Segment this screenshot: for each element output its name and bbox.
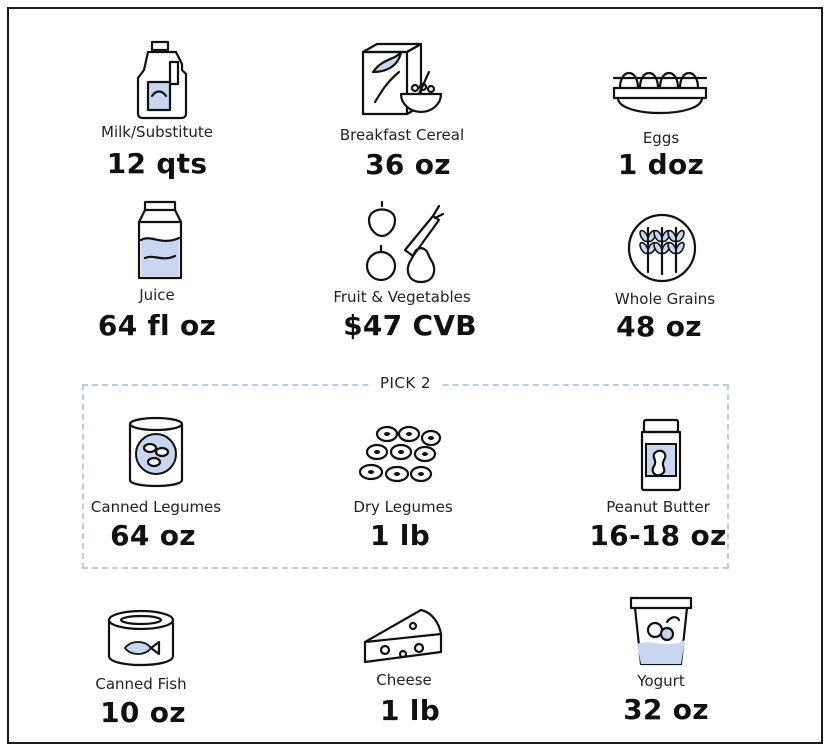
juice-carton-icon xyxy=(135,200,185,282)
canned-legumes-amount: 64 oz xyxy=(110,519,196,552)
fruitveg-label: Fruit & Vegetables xyxy=(333,288,471,306)
canned-legumes-label: Canned Legumes xyxy=(90,498,222,516)
pick-two-label: PICK 2 xyxy=(369,374,442,392)
cheese-icon xyxy=(361,606,445,666)
cheese-amount: 1 lb xyxy=(379,694,441,727)
cereal-amount: 36 oz xyxy=(365,148,451,181)
egg-carton-icon xyxy=(610,70,710,130)
milk-jug-icon xyxy=(134,40,190,120)
peanut-butter-label: Peanut Butter xyxy=(606,498,710,516)
milk-amount: 12 qts xyxy=(106,147,208,180)
wheat-icon xyxy=(626,212,698,284)
yogurt-cup-icon xyxy=(629,596,693,668)
yogurt-label: Yogurt xyxy=(637,672,685,690)
fruitveg-amount: $47 CVB xyxy=(343,309,477,342)
eggs-amount: 1 doz xyxy=(617,148,705,181)
pick-two-group: PICK 2 xyxy=(82,374,729,569)
dry-beans-icon xyxy=(357,424,449,486)
fish-can-icon xyxy=(105,608,177,670)
page-frame xyxy=(7,7,823,744)
bean-can-icon xyxy=(126,416,186,488)
cheese-label: Cheese xyxy=(376,671,432,689)
eggs-label: Eggs xyxy=(642,129,680,147)
juice-amount: 64 fl oz xyxy=(97,309,217,342)
yogurt-amount: 32 oz xyxy=(623,693,709,726)
fruit-vegetables-icon xyxy=(361,200,445,284)
dry-legumes-amount: 1 lb xyxy=(369,519,431,552)
peanut-butter-amount: 16-18 oz xyxy=(589,519,727,552)
milk-label: Milk/Substitute xyxy=(101,123,213,141)
cereal-label: Breakfast Cereal xyxy=(339,126,465,144)
cereal-box-icon xyxy=(357,42,447,120)
peanut-butter-jar-icon xyxy=(636,418,686,492)
canned-fish-label: Canned Fish xyxy=(95,675,187,693)
grains-amount: 48 oz xyxy=(616,310,702,343)
grains-label: Whole Grains xyxy=(614,290,716,308)
juice-label: Juice xyxy=(139,286,175,304)
canned-fish-amount: 10 oz xyxy=(100,696,186,729)
dry-legumes-label: Dry Legumes xyxy=(353,498,453,516)
